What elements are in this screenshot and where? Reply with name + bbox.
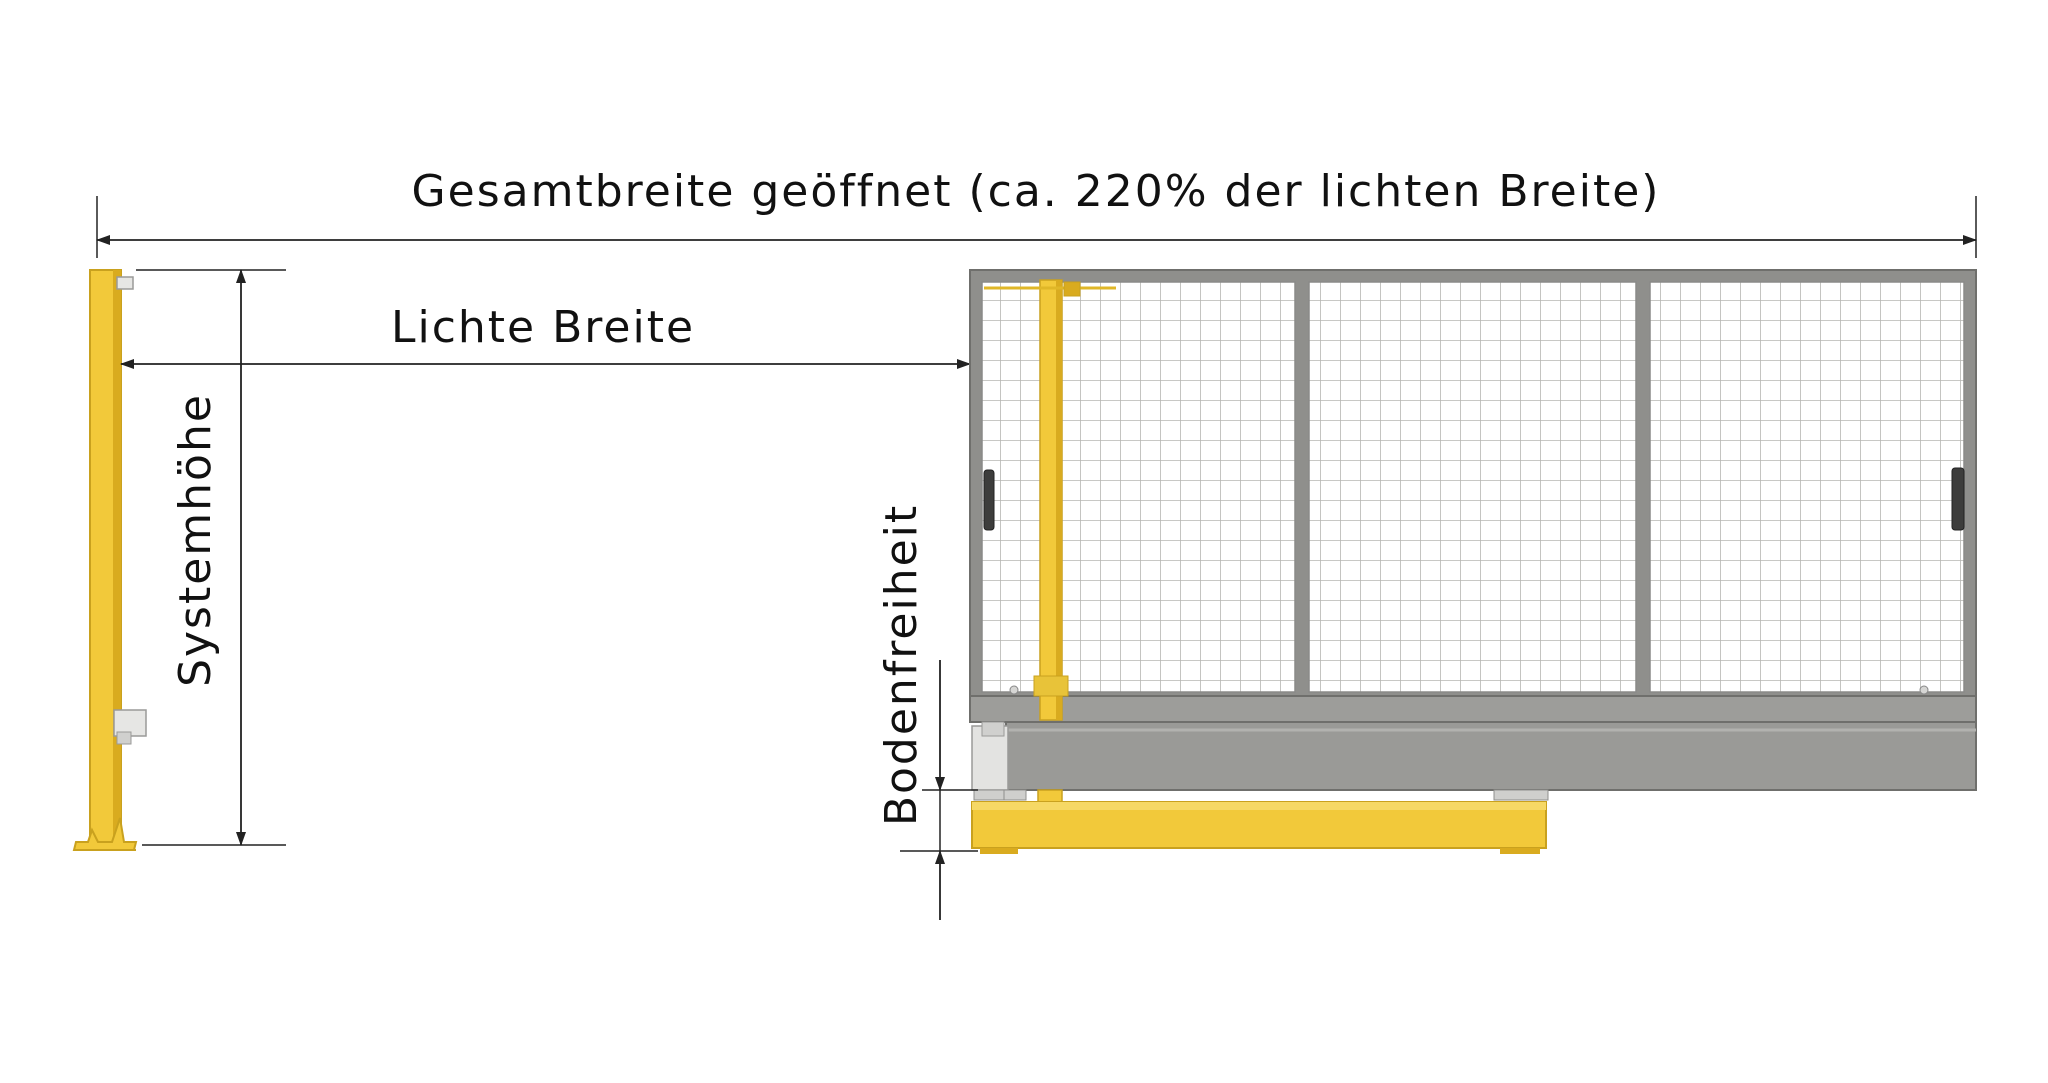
frame-fitting-left	[1009, 685, 1019, 695]
support-beam-top-edge	[972, 802, 1546, 810]
total-width-dimension: Gesamtbreite geöffnet (ca. 220% der lich…	[96, 166, 1977, 258]
right-post	[984, 279, 1116, 805]
clear-width-dimension: Lichte Breite	[120, 302, 971, 369]
mesh-panel-2	[1308, 281, 1637, 693]
support-beam	[971, 801, 1547, 854]
right-post-bottom-clamp	[1033, 675, 1069, 697]
right-handle	[1951, 467, 1965, 531]
system-height-label: Systemhöhe	[170, 393, 221, 687]
left-handle	[983, 469, 995, 531]
left-post-base-plate	[72, 817, 138, 851]
support-beam-foot-left	[980, 848, 1018, 854]
roller-block-left-cap	[981, 721, 1005, 737]
gate-leaf	[969, 269, 1977, 791]
frame-fitting-right	[1919, 685, 1929, 695]
right-post-edge	[1056, 280, 1062, 720]
roller-right-wheel	[1493, 789, 1549, 801]
mesh-panel-1	[981, 281, 1296, 693]
gate-bottom-rail	[969, 695, 1977, 723]
clear-width-label: Lichte Breite	[391, 302, 695, 353]
ground-clearance-label: Bodenfreiheit	[876, 504, 927, 826]
roller-mid-wheel	[1003, 789, 1027, 801]
right-post-top-clamp	[1063, 281, 1081, 297]
system-height-dimension: Systemhöhe	[136, 269, 286, 846]
left-post-edge	[113, 270, 121, 842]
roller-assembly	[971, 721, 1549, 801]
left-post-latch-plate	[116, 731, 132, 745]
roller-block-left	[971, 725, 1009, 791]
total-width-label: Gesamtbreite geöffnet (ca. 220% der lich…	[412, 166, 1661, 217]
left-post	[72, 269, 147, 851]
ground-clearance-dimension: Bodenfreiheit	[876, 504, 978, 920]
support-beam-foot-right	[1500, 848, 1540, 854]
gate-base-beam	[1005, 721, 1977, 791]
mesh-panel-3	[1649, 281, 1965, 693]
left-post-top-bracket	[116, 276, 134, 290]
